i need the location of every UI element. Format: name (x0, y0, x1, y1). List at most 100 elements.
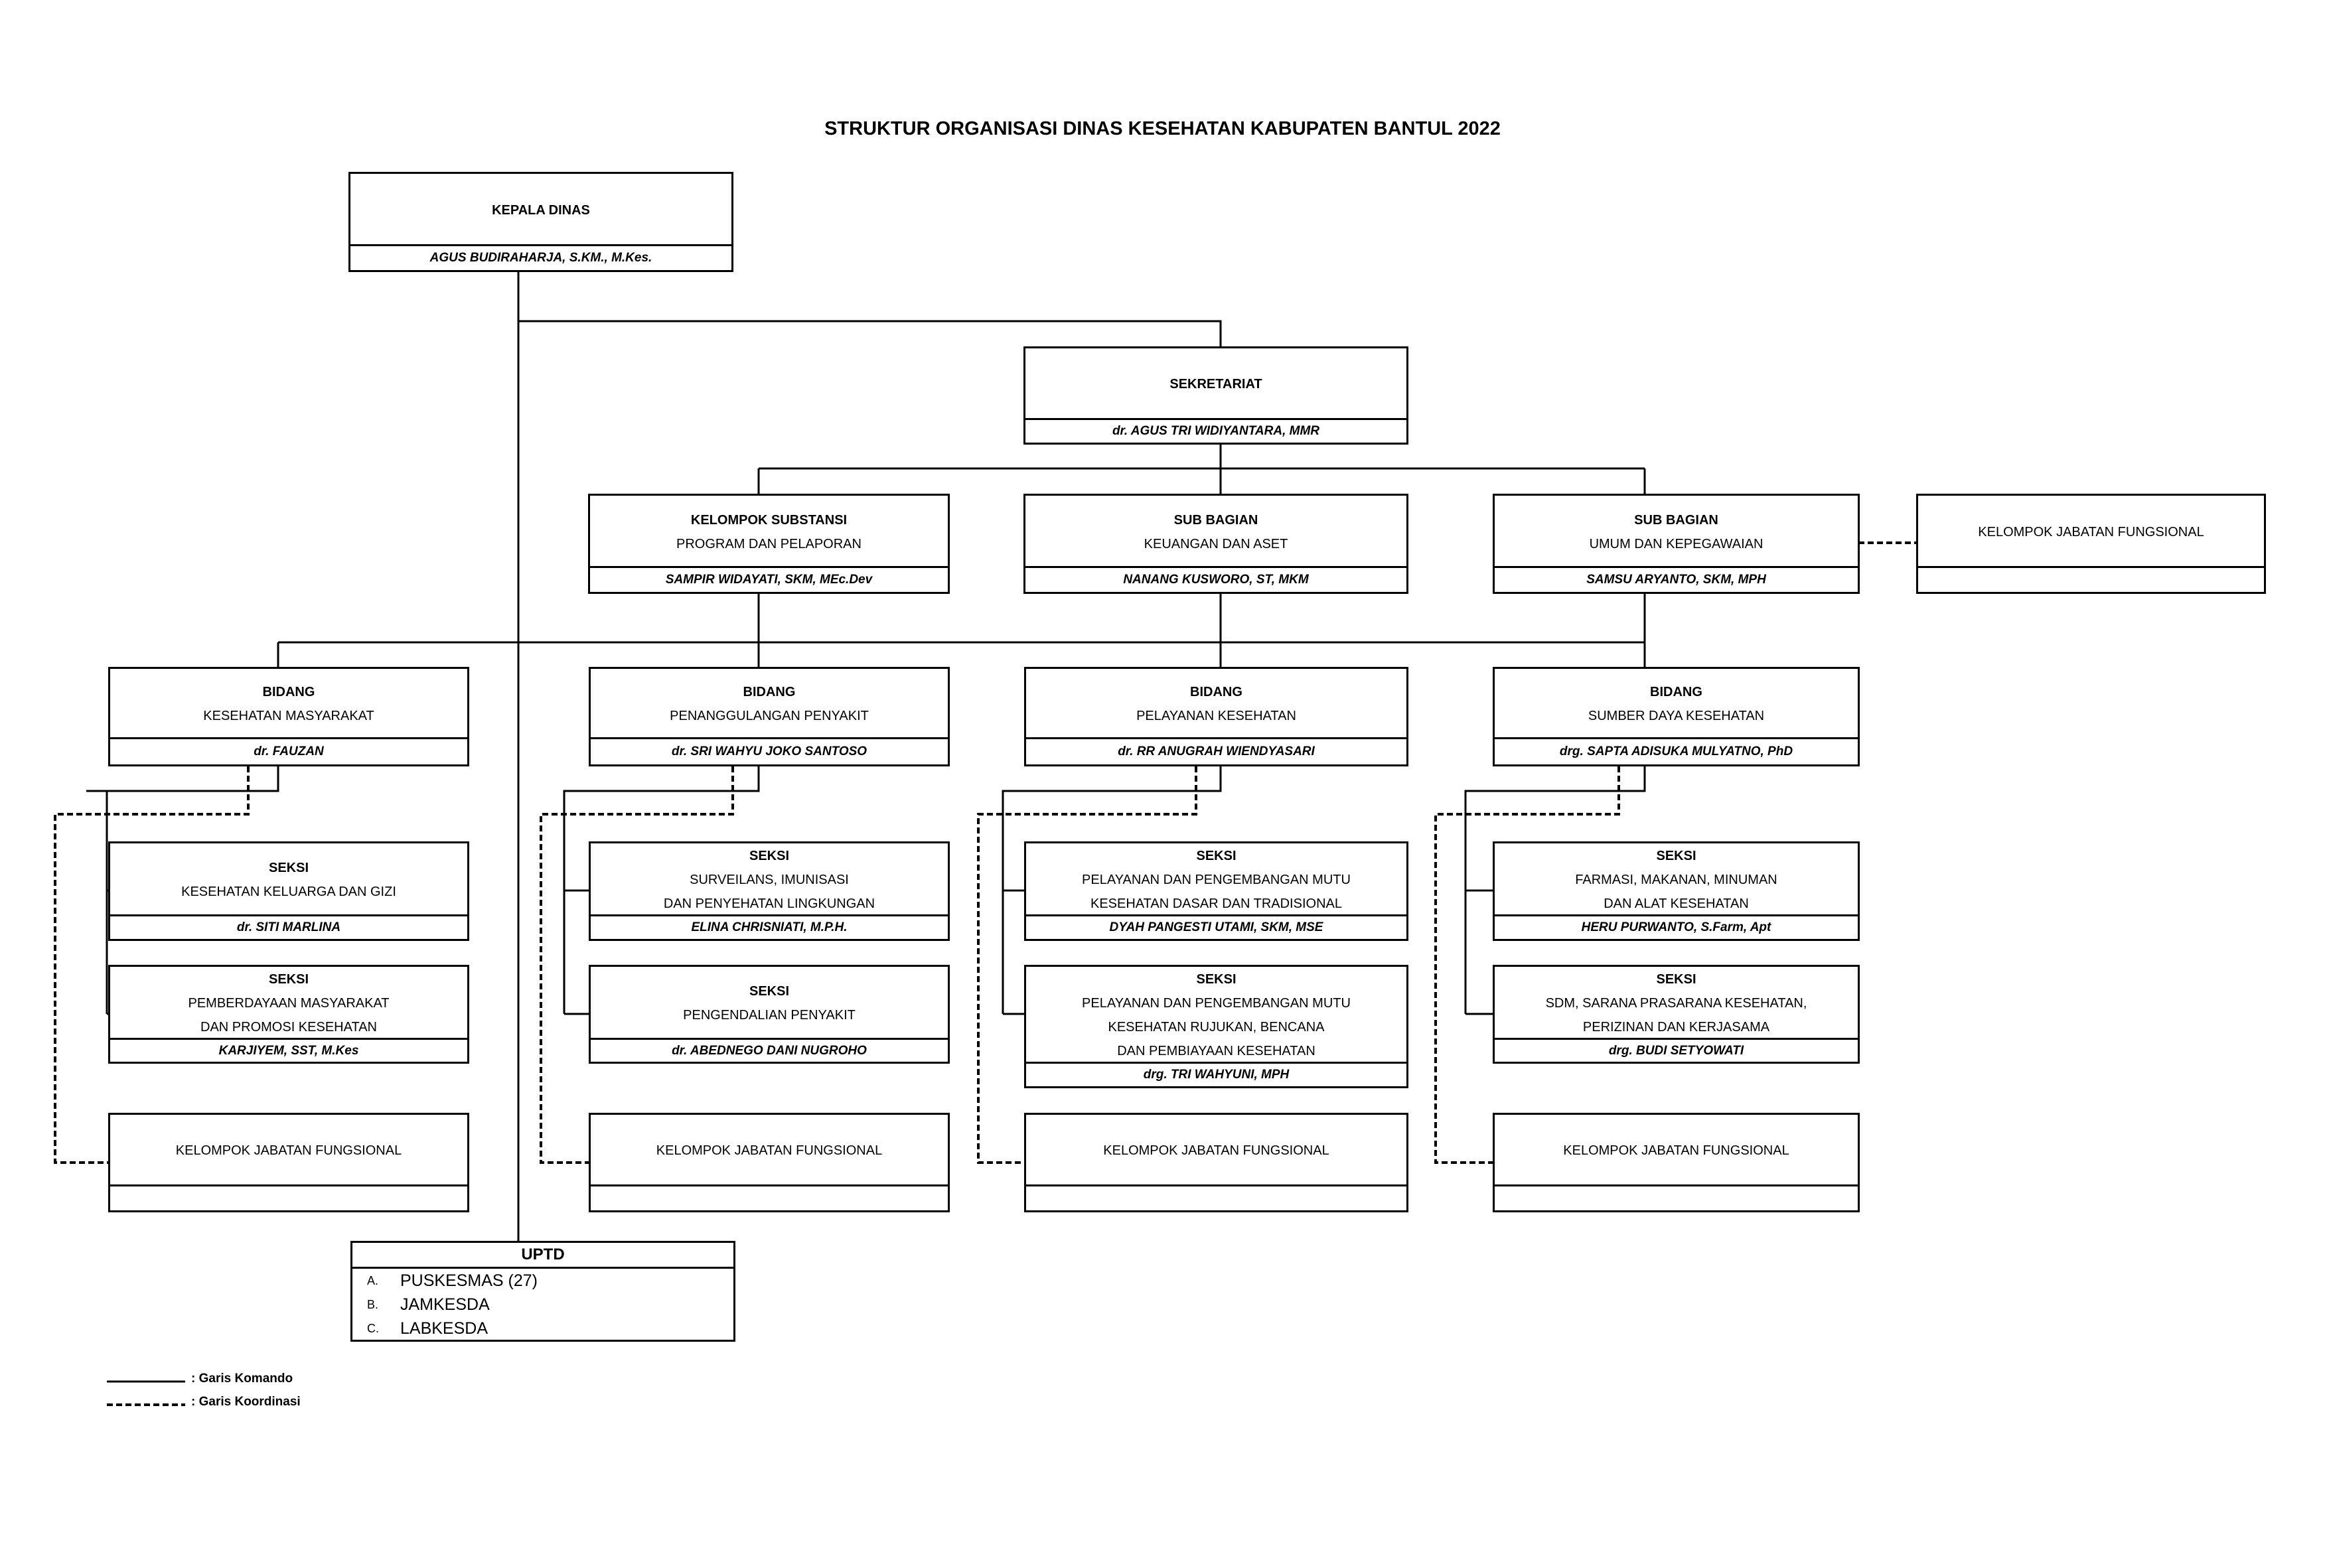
seksi-box: SEKSI SURVEILANS, IMUNISASI DAN PENYEHAT… (589, 841, 950, 941)
list-text: LABKESDA (400, 1319, 488, 1338)
uptd-box: UPTD A. PUSKESMAS (27) B. JAMKESDA C. LA… (350, 1241, 735, 1342)
box-subtitle: PROGRAM DAN PELAPORAN (676, 536, 862, 551)
box-title: SEKSI (749, 849, 790, 863)
jabatan-fungsional-box: KELOMPOK JABATAN FUNGSIONAL (589, 1113, 950, 1212)
jabatan-fungsional-box: KELOMPOK JABATAN FUNGSIONAL (1024, 1113, 1408, 1212)
list-marker: A. (367, 1274, 379, 1287)
box-title: SEKSI (1196, 849, 1237, 863)
official-name: dr. RR ANUGRAH WIENDYASARI (1026, 737, 1406, 764)
box-header: SEKSI SURVEILANS, IMUNISASI DAN PENYEHAT… (591, 843, 948, 916)
official-name: SAMSU ARYANTO, SKM, MPH (1495, 566, 1858, 592)
box-title: BIDANG (743, 685, 796, 699)
official-name (591, 1184, 948, 1210)
box-title: KELOMPOK JABATAN FUNGSIONAL (1978, 524, 2204, 539)
box-title: KELOMPOK JABATAN FUNGSIONAL (1103, 1143, 1329, 1158)
box-header: SEKSI PENGENDALIAN PENYAKIT (591, 967, 948, 1040)
box-header: BIDANG KESEHATAN MASYARAKAT (110, 669, 467, 739)
box-header: BIDANG PENANGGULANGAN PENYAKIT (591, 669, 948, 739)
official-name: dr. ABEDNEGO DANI NUGROHO (591, 1038, 948, 1062)
box-header: SEKSI PELAYANAN DAN PENGEMBANGAN MUTU KE… (1026, 967, 1406, 1064)
box-header: SEKSI KESEHATAN KELUARGA DAN GIZI (110, 843, 467, 916)
box-subtitle: DAN PENYEHATAN LINGKUNGAN (663, 896, 875, 911)
box-header: SEKSI FARMASI, MAKANAN, MINUMAN DAN ALAT… (1495, 843, 1858, 916)
jabatan-fungsional-sekretariat-box: KELOMPOK JABATAN FUNGSIONAL (1916, 494, 2266, 594)
box-subtitle: PEMBERDAYAAN MASYARAKAT (188, 996, 390, 1011)
box-header: SEKSI PELAYANAN DAN PENGEMBANGAN MUTU KE… (1026, 843, 1406, 916)
official-name: DYAH PANGESTI UTAMI, SKM, MSE (1026, 914, 1406, 939)
box-subtitle: KEUANGAN DAN ASET (1144, 536, 1288, 551)
box-title: SEKSI (1656, 849, 1696, 863)
kelompok-substansi-box: KELOMPOK SUBSTANSI PROGRAM DAN PELAPORAN… (588, 494, 950, 594)
official-name: SAMPIR WIDAYATI, SKM, MEc.Dev (590, 566, 948, 592)
box-subtitle: PELAYANAN DAN PENGEMBANGAN MUTU (1082, 996, 1351, 1011)
box-title: SEKSI (749, 984, 790, 999)
box-title: SUB BAGIAN (1634, 512, 1718, 528)
seksi-box: SEKSI PENGENDALIAN PENYAKIT dr. ABEDNEGO… (589, 965, 950, 1064)
list-text: PUSKESMAS (27) (400, 1271, 538, 1290)
box-title: SEKRETARIAT (1169, 377, 1262, 392)
box-header: KELOMPOK SUBSTANSI PROGRAM DAN PELAPORAN (590, 496, 948, 568)
list-marker: C. (367, 1322, 379, 1335)
box-title: KELOMPOK JABATAN FUNGSIONAL (175, 1143, 402, 1158)
box-subtitle: SUMBER DAYA KESEHATAN (1588, 709, 1765, 723)
box-subtitle: SURVEILANS, IMUNISASI (690, 873, 849, 887)
box-subtitle: FARMASI, MAKANAN, MINUMAN (1575, 873, 1777, 887)
uptd-title: UPTD (352, 1243, 733, 1269)
official-name: KARJIYEM, SST, M.Kes (110, 1038, 467, 1062)
list-text: JAMKESDA (400, 1295, 490, 1314)
box-title: BIDANG (1650, 685, 1702, 699)
uptd-item: B. JAMKESDA (352, 1293, 733, 1317)
box-subtitle: KESEHATAN KELUARGA DAN GIZI (181, 885, 396, 899)
box-header: KELOMPOK JABATAN FUNGSIONAL (1495, 1115, 1858, 1186)
official-name: AGUS BUDIRAHARJA, S.KM., M.Kes. (350, 244, 731, 270)
bidang-p2-box: BIDANG PENANGGULANGAN PENYAKIT dr. SRI W… (589, 667, 950, 766)
seksi-box: SEKSI PELAYANAN DAN PENGEMBANGAN MUTU KE… (1024, 965, 1408, 1088)
seksi-box: SEKSI FARMASI, MAKANAN, MINUMAN DAN ALAT… (1493, 841, 1860, 941)
list-marker: B. (367, 1298, 379, 1311)
box-subtitle: KESEHATAN RUJUKAN, BENCANA (1108, 1020, 1325, 1034)
box-subtitle: DAN PROMOSI KESEHATAN (200, 1020, 377, 1034)
sub-bagian-keuangan-box: SUB BAGIAN KEUANGAN DAN ASET NANANG KUSW… (1023, 494, 1408, 594)
box-title: SUB BAGIAN (1173, 512, 1258, 528)
box-title: KELOMPOK SUBSTANSI (690, 512, 848, 528)
box-subtitle: SDM, SARANA PRASARANA KESEHATAN, (1545, 996, 1807, 1011)
official-name: dr. AGUS TRI WIDIYANTARA, MMR (1025, 418, 1406, 443)
box-header: KELOMPOK JABATAN FUNGSIONAL (110, 1115, 467, 1186)
box-title: BIDANG (1190, 685, 1242, 699)
box-title: KEPALA DINAS (492, 202, 590, 218)
box-subtitle: KESEHATAN MASYARAKAT (203, 709, 374, 723)
seksi-box: SEKSI PEMBERDAYAAN MASYARAKAT DAN PROMOS… (108, 965, 469, 1064)
box-subtitle: PENGENDALIAN PENYAKIT (683, 1008, 856, 1023)
official-name (1026, 1184, 1406, 1210)
box-title: SEKSI (268, 972, 309, 987)
box-header: KELOMPOK JABATAN FUNGSIONAL (1918, 496, 2264, 568)
seksi-box: SEKSI KESEHATAN KELUARGA DAN GIZI dr. SI… (108, 841, 469, 941)
official-name: drg. SAPTA ADISUKA MULYATNO, PhD (1495, 737, 1858, 764)
box-title: SEKSI (1656, 972, 1696, 987)
uptd-item: C. LABKESDA (352, 1317, 733, 1340)
box-title: KELOMPOK JABATAN FUNGSIONAL (1563, 1143, 1789, 1158)
legend-dashed-label: : Garis Koordinasi (191, 1395, 301, 1409)
box-title: BIDANG (262, 685, 315, 699)
box-title: KELOMPOK JABATAN FUNGSIONAL (656, 1143, 883, 1158)
box-header: BIDANG PELAYANAN KESEHATAN (1026, 669, 1406, 739)
legend-solid-label: : Garis Komando (191, 1372, 293, 1386)
official-name (110, 1184, 467, 1210)
box-subtitle: PELAYANAN KESEHATAN (1136, 709, 1296, 723)
jabatan-fungsional-box: KELOMPOK JABATAN FUNGSIONAL (108, 1113, 469, 1212)
box-header: KELOMPOK JABATAN FUNGSIONAL (1026, 1115, 1406, 1186)
official-name: drg. TRI WAHYUNI, MPH (1026, 1062, 1406, 1086)
box-header: KEPALA DINAS (350, 174, 731, 246)
sekretariat-box: SEKRETARIAT dr. AGUS TRI WIDIYANTARA, MM… (1023, 346, 1408, 445)
box-subtitle: DAN ALAT KESEHATAN (1604, 896, 1749, 911)
box-subtitle: UMUM DAN KEPEGAWAIAN (1589, 536, 1763, 551)
bidang-yankes-box: BIDANG PELAYANAN KESEHATAN dr. RR ANUGRA… (1024, 667, 1408, 766)
box-subtitle: PENANGGULANGAN PENYAKIT (670, 709, 869, 723)
box-header: SUB BAGIAN KEUANGAN DAN ASET (1025, 496, 1406, 568)
seksi-box: SEKSI SDM, SARANA PRASARANA KESEHATAN, P… (1493, 965, 1860, 1064)
box-title: SEKSI (268, 861, 309, 875)
box-header: SUB BAGIAN UMUM DAN KEPEGAWAIAN (1495, 496, 1858, 568)
official-name: dr. SITI MARLINA (110, 914, 467, 939)
seksi-box: SEKSI PELAYANAN DAN PENGEMBANGAN MUTU KE… (1024, 841, 1408, 941)
